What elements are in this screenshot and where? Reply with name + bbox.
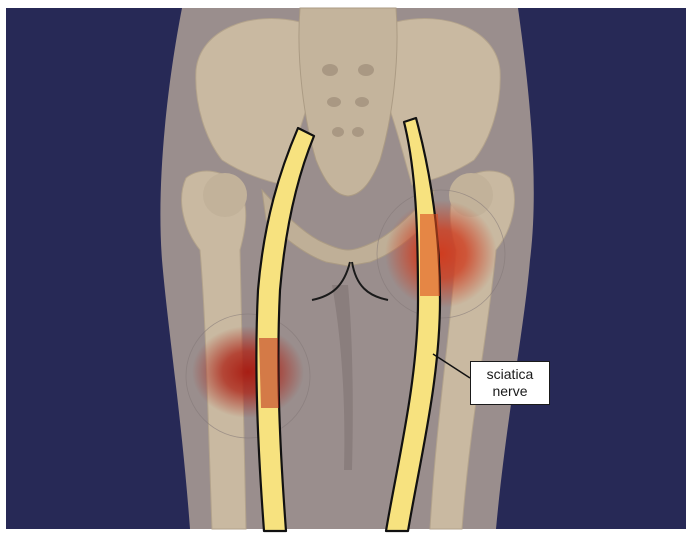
nerve-inflamed-left (259, 338, 279, 408)
label-line-1: sciatica (471, 366, 549, 383)
sciatica-nerve-label: sciatica nerve (470, 361, 550, 405)
label-line-2: nerve (471, 383, 549, 400)
nerve-inflamed-right (420, 214, 440, 296)
pain-area-thigh (192, 326, 304, 418)
femoral-head-left (203, 173, 247, 217)
